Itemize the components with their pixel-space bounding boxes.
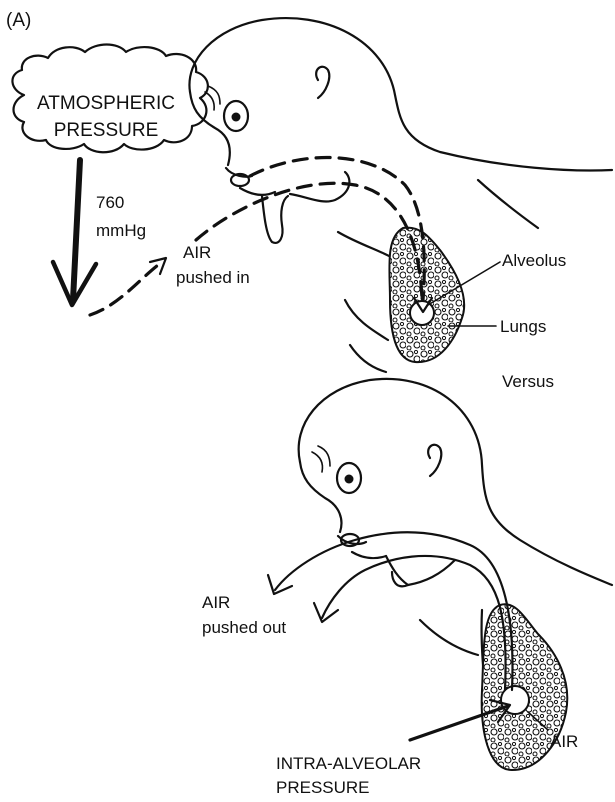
pressure-arrow-shaft [73,160,80,300]
top-pupil [232,113,241,122]
air-in-dash-lower [90,262,162,315]
top-alveolus [410,301,434,325]
top-lungs [389,228,464,363]
intra-alveolar-label-line2: PRESSURE [276,778,370,797]
lungs-label: Lungs [500,317,546,336]
pressure-unit: mmHg [96,221,146,240]
air-out-label-line2: pushed out [202,618,286,637]
top-head-outline [189,18,612,170]
versus-label: Versus [502,372,554,391]
alveolus-label: Alveolus [502,251,566,270]
top-mouth [226,168,275,195]
bottom-face-profile [300,462,341,532]
cloud-text-line2: PRESSURE [54,120,159,141]
air-out-curve-inner [322,556,506,690]
top-tongue [262,196,288,243]
air-in-label-line1: AIR [183,243,211,262]
air-out-arrowhead-inner [314,603,338,622]
top-face-profile [190,92,230,165]
bottom-ear [428,445,441,476]
atmospheric-pressure-arrow [53,160,96,305]
bottom-person [299,379,612,770]
alveolus-air-label: AIR [550,732,578,751]
bottom-neck [420,620,478,655]
top-shoulder [478,180,538,228]
top-body-side [345,300,388,372]
air-out-label-line1: AIR [202,593,230,612]
bottom-brow [312,446,330,472]
atmospheric-pressure-cloud: ATMOSPHERIC PRESSURE [12,45,207,153]
cloud-text-line1: ATMOSPHERIC [37,93,175,114]
bottom-pupil [345,475,354,484]
panel-label: (A) [6,10,31,31]
air-out-path [268,532,513,690]
top-ear [316,67,329,98]
air-in-label-line2: pushed in [176,268,250,287]
top-person [189,18,612,372]
air-out-curve-outer [275,532,513,690]
bottom-throat [408,560,455,585]
pressure-value: 760 [96,193,124,212]
bottom-mouth [338,536,386,558]
intra-alveolar-label-line1: INTRA-ALVEOLAR [276,754,421,773]
